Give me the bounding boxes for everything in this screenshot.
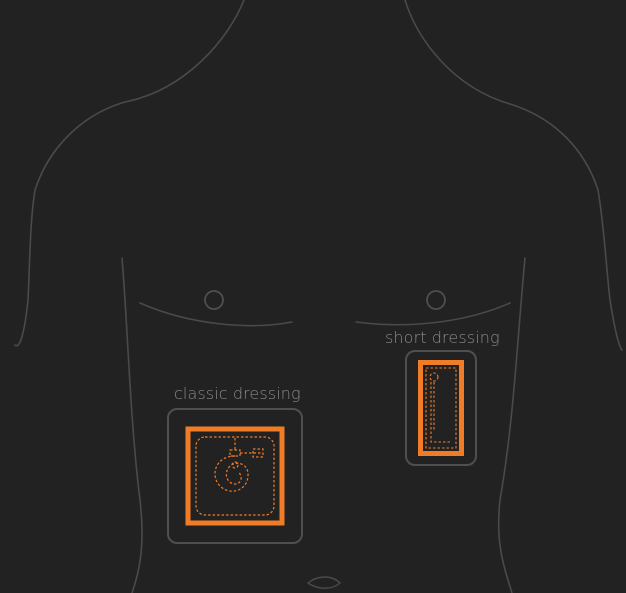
left-pectoral-line [140, 303, 292, 326]
right-shoulder-line [405, 0, 622, 350]
short-dressing-icon [418, 360, 464, 456]
classic-dressing-icon [185, 426, 285, 526]
navel [308, 577, 340, 588]
classic-dressing-label: classic dressing [174, 384, 301, 403]
left-nipple [205, 291, 223, 309]
short-dressing-label: short dressing [385, 328, 500, 347]
left-flank-line [122, 258, 142, 593]
right-flank-line [499, 258, 525, 593]
left-shoulder-line [15, 0, 244, 346]
right-pectoral-line [356, 303, 510, 325]
classic-dressing-zone[interactable] [167, 408, 303, 544]
right-nipple [427, 291, 445, 309]
short-dressing-zone[interactable] [405, 350, 477, 466]
